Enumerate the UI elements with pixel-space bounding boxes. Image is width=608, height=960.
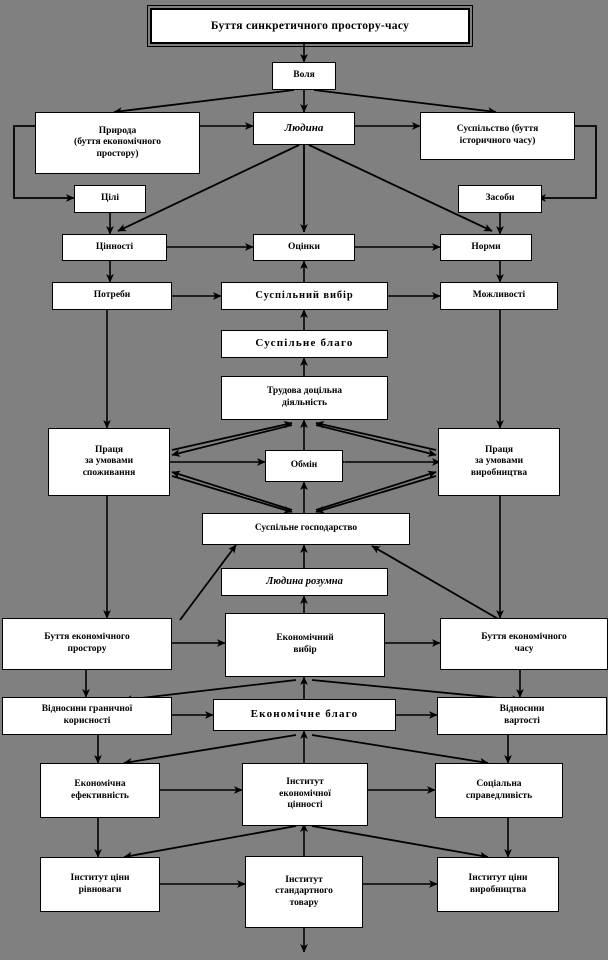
node-mozhlyvosti[interactable]: Можливості <box>440 282 558 310</box>
node-obmin[interactable]: Обмін <box>265 450 343 482</box>
node-label: Суспільство (буття історичного часу) <box>456 124 539 146</box>
node-suspilne-hospodarstvo[interactable]: Суспільне господарство <box>202 513 410 545</box>
node-label: Економічна ефективність <box>71 778 129 801</box>
node-otsinky[interactable]: Оцінки <box>253 234 355 261</box>
node-pryroda[interactable]: Природа (буття економічного простору) <box>35 112 200 174</box>
node-sotsialna-spravedlyvist[interactable]: Соціальна справедливість <box>435 763 563 818</box>
node-label: Оцінки <box>288 241 320 252</box>
node-label: Відносини граничної корисності <box>41 704 133 726</box>
node-label: Інститут економічної цінності <box>279 777 331 811</box>
node-buttia-ekonomichnoho-prostoru[interactable]: Буття економічного простору <box>2 618 172 670</box>
node-suspilnyi-vybir[interactable]: Суспільний вибір <box>221 282 388 310</box>
node-label: Буття економічного простору <box>44 632 130 654</box>
node-label: Потреби <box>93 290 131 301</box>
node-label: Відносини вартості <box>499 704 545 726</box>
node-label: Воля <box>293 70 315 81</box>
node-label: Суспільне господарство <box>254 523 358 534</box>
node-label: Людина розумна <box>266 575 343 587</box>
node-instytut-tsiny-vyrobnytstva[interactable]: Інститут ціни виробництва <box>437 857 559 912</box>
node-vidnosyny-vartosti[interactable]: Відносини вартості <box>437 697 607 735</box>
node-pracia-spozhyvannia[interactable]: Праця за умовами споживання <box>48 428 170 496</box>
node-label: Соціальна справедливість <box>465 778 533 801</box>
node-liudyna-rozumna[interactable]: Людина розумна <box>221 568 388 596</box>
node-label: Природа (буття економічного простору) <box>74 125 161 159</box>
node-ekonomichnyi-vybir[interactable]: Економічний вибір <box>225 613 385 677</box>
node-label: Цінності <box>95 241 134 252</box>
node-label: Праця за умовами споживання <box>82 444 136 478</box>
node-ekonomichne-blaho[interactable]: Економічне благо <box>213 699 396 731</box>
node-label: Обмін <box>290 460 318 471</box>
node-tsili[interactable]: Цілі <box>74 185 146 213</box>
node-label: Суспільний вибір <box>255 289 354 301</box>
node-label: Праця за умовами виробництва <box>470 444 528 478</box>
node-zasoby[interactable]: Засоби <box>458 185 542 213</box>
node-lyudyna[interactable]: Людина <box>253 112 355 145</box>
node-label: Економічне благо <box>250 708 359 721</box>
node-instytut-ekonomichnoi-tsinnosti[interactable]: Інститут економічної цінності <box>242 763 368 826</box>
node-vidnosyny-hranychnoi-korysnosti[interactable]: Відносини граничної корисності <box>2 697 172 735</box>
node-label: Інститут ціни виробництва <box>468 872 528 895</box>
node-label: Норми <box>471 241 501 252</box>
node-label: Інститут ціни рівноваги <box>70 872 130 895</box>
node-label: Засоби <box>485 193 515 204</box>
node-potreby[interactable]: Потреби <box>52 282 172 310</box>
node-label: Суспільне благо <box>255 337 354 350</box>
node-label: Економічний вибір <box>276 633 334 655</box>
node-pracia-vyrobnytstva[interactable]: Праця за умовами виробництва <box>438 428 560 496</box>
node-tsinnosti[interactable]: Цінності <box>62 234 167 261</box>
node-buttya-synkretychnoho[interactable]: Буття синкретичного простору-часу <box>147 5 473 47</box>
node-volya[interactable]: Воля <box>272 62 336 90</box>
node-label: Людина <box>284 121 324 134</box>
node-label: Інститут стандартного товару <box>275 874 333 908</box>
node-suspilne-blaho[interactable]: Суспільне благо <box>221 330 388 358</box>
node-instytut-tsiny-rivnovahy[interactable]: Інститут ціни рівноваги <box>40 857 160 912</box>
node-label: Трудова доцільна діяльність <box>266 386 343 408</box>
node-instytut-standartnoho-tovaru[interactable]: Інститут стандартного товару <box>245 856 363 928</box>
node-trudova-diialnist[interactable]: Трудова доцільна діяльність <box>221 376 388 420</box>
node-label: Буття синкретичного простору-часу <box>210 19 410 32</box>
node-label: Буття економічного часу <box>481 632 567 654</box>
node-label: Цілі <box>101 193 119 204</box>
node-ekonomichna-efektyvnist[interactable]: Економічна ефективність <box>40 763 160 818</box>
node-suspilstvo[interactable]: Суспільство (буття історичного часу) <box>420 112 575 160</box>
node-normy[interactable]: Норми <box>440 234 532 261</box>
node-buttia-ekonomichnoho-chasu[interactable]: Буття економічного часу <box>440 618 608 670</box>
node-label: Можливості <box>472 290 526 301</box>
